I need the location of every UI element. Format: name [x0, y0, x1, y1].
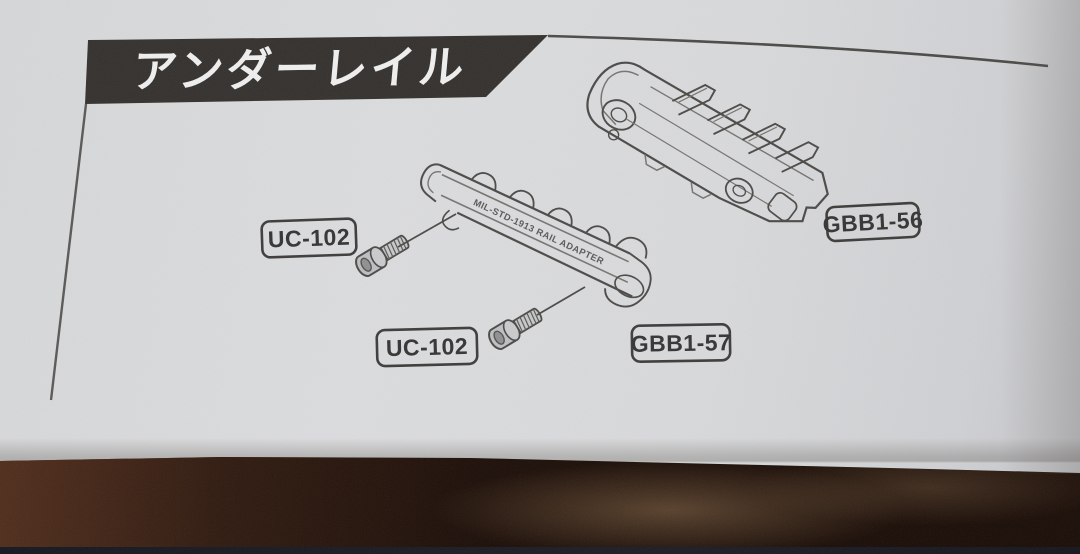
photo-grain-overlay: [0, 0, 1080, 554]
manual-photo: アンダーレイル: [0, 0, 1080, 554]
parts-diagram: アンダーレイル: [0, 0, 1080, 554]
